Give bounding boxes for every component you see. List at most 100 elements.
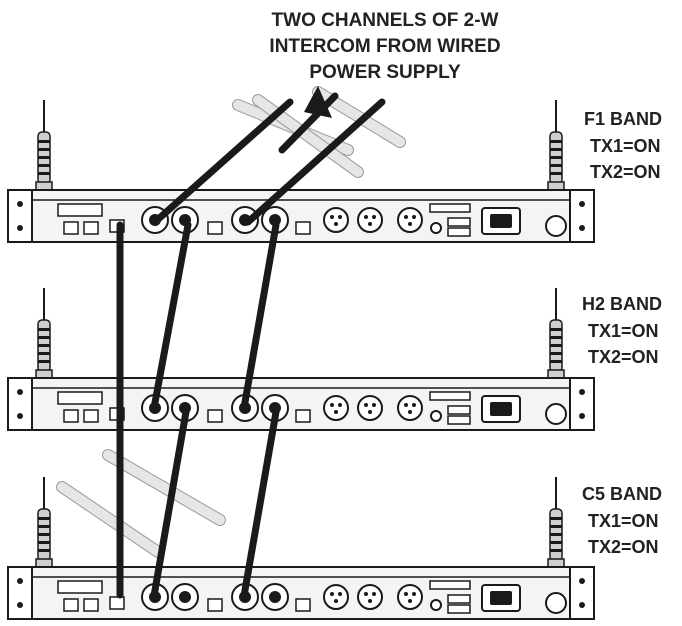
antenna-right <box>547 288 565 381</box>
rj-port <box>83 409 99 423</box>
ghost-cable-5 <box>57 482 163 557</box>
xlr-pin <box>412 403 416 407</box>
intercom-port-center <box>269 591 281 603</box>
label-strip <box>57 203 103 217</box>
rj-port <box>83 598 99 612</box>
band-c5-tx2: TX2=ON <box>588 537 659 557</box>
antenna-ring <box>550 360 562 363</box>
label-strip <box>429 391 471 401</box>
antenna-ring <box>38 344 50 347</box>
xlr-port <box>357 395 383 421</box>
rj-port <box>295 221 311 235</box>
xlr-port <box>323 584 349 610</box>
antenna-ring <box>38 533 50 536</box>
power-inlet-socket <box>490 402 512 416</box>
ghost-cable-4 <box>103 450 225 525</box>
xlr-pin <box>368 599 372 603</box>
antenna-ring <box>38 156 50 159</box>
xlr-port <box>397 584 423 610</box>
rack-screw <box>579 201 585 207</box>
diagram-title: TWO CHANNELS OF 2-W INTERCOM FROM WIRED … <box>269 10 500 83</box>
intercom-cables <box>116 86 386 600</box>
xlr-pin <box>334 222 338 226</box>
rack-screw <box>579 413 585 419</box>
xlr-pin <box>338 592 342 596</box>
antenna-ring <box>550 541 562 544</box>
xlr-pin <box>330 592 334 596</box>
rack-screw <box>17 389 23 395</box>
antenna-jack <box>545 403 567 425</box>
rj-port <box>207 409 223 423</box>
switch <box>447 405 471 415</box>
label-strip <box>429 580 471 590</box>
switch <box>447 594 471 604</box>
band-labels: F1 BAND TX1=ON TX2=ON H2 BAND TX1=ON TX2… <box>582 109 662 557</box>
xlr-pin <box>404 592 408 596</box>
antenna-ring <box>38 140 50 143</box>
rj-port <box>63 409 79 423</box>
title-line-1: TWO CHANNELS OF 2-W <box>272 10 499 31</box>
xlr-pin <box>408 222 412 226</box>
antenna-right <box>547 477 565 570</box>
band-f1-tx1: TX1=ON <box>590 136 661 156</box>
antenna-ring <box>38 549 50 552</box>
band-c5-tx1: TX1=ON <box>588 511 659 531</box>
antenna-ring <box>38 352 50 355</box>
label-strip <box>57 580 103 594</box>
rack-screw <box>579 225 585 231</box>
rack-unit-3 <box>7 477 595 620</box>
antenna-ring <box>38 148 50 151</box>
rack-ear-left <box>7 189 33 243</box>
xlr-pin <box>334 410 338 414</box>
reset-button <box>430 599 442 611</box>
antenna-ring <box>38 328 50 331</box>
rack-screw <box>17 413 23 419</box>
xlr-port <box>323 207 349 233</box>
title-line-3: POWER SUPPLY <box>309 62 461 83</box>
rack-unit-2 <box>7 288 595 431</box>
antenna-ring <box>550 148 562 151</box>
antenna-left <box>35 477 53 570</box>
antenna-jack <box>545 592 567 614</box>
antenna-ring <box>38 541 50 544</box>
switch <box>447 415 471 425</box>
xlr-pin <box>338 215 342 219</box>
band-h2-tx2: TX2=ON <box>588 347 659 367</box>
rj-port <box>207 221 223 235</box>
rj-port <box>295 598 311 612</box>
reset-button <box>430 222 442 234</box>
antenna-ring <box>550 517 562 520</box>
xlr-pin <box>334 599 338 603</box>
xlr-port <box>357 207 383 233</box>
antenna-ring <box>550 336 562 339</box>
xlr-pin <box>404 215 408 219</box>
xlr-pin <box>412 592 416 596</box>
cable-middle-to-bottom-2 <box>240 408 280 600</box>
antenna-ring <box>38 517 50 520</box>
xlr-pin <box>364 403 368 407</box>
xlr-port <box>397 207 423 233</box>
switch <box>447 217 471 227</box>
rack-ear-right <box>569 566 595 620</box>
switch <box>447 227 471 237</box>
antenna-ring <box>38 172 50 175</box>
cable-top-to-middle-1 <box>150 221 192 412</box>
cable-middle-to-bottom-1 <box>150 408 190 600</box>
antenna-left <box>35 288 53 381</box>
cable-top-left <box>151 98 294 226</box>
antenna-ring <box>550 352 562 355</box>
rack-ear-left <box>7 377 33 431</box>
xlr-pin <box>372 592 376 596</box>
rack-screw <box>17 225 23 231</box>
antenna-ring <box>38 525 50 528</box>
rj-port <box>295 409 311 423</box>
xlr-pin <box>368 222 372 226</box>
antenna-ring <box>550 164 562 167</box>
antenna-ring <box>550 156 562 159</box>
antenna-ring <box>550 344 562 347</box>
antenna-ring <box>38 360 50 363</box>
antenna-ring <box>550 533 562 536</box>
xlr-pin <box>364 592 368 596</box>
xlr-pin <box>372 403 376 407</box>
